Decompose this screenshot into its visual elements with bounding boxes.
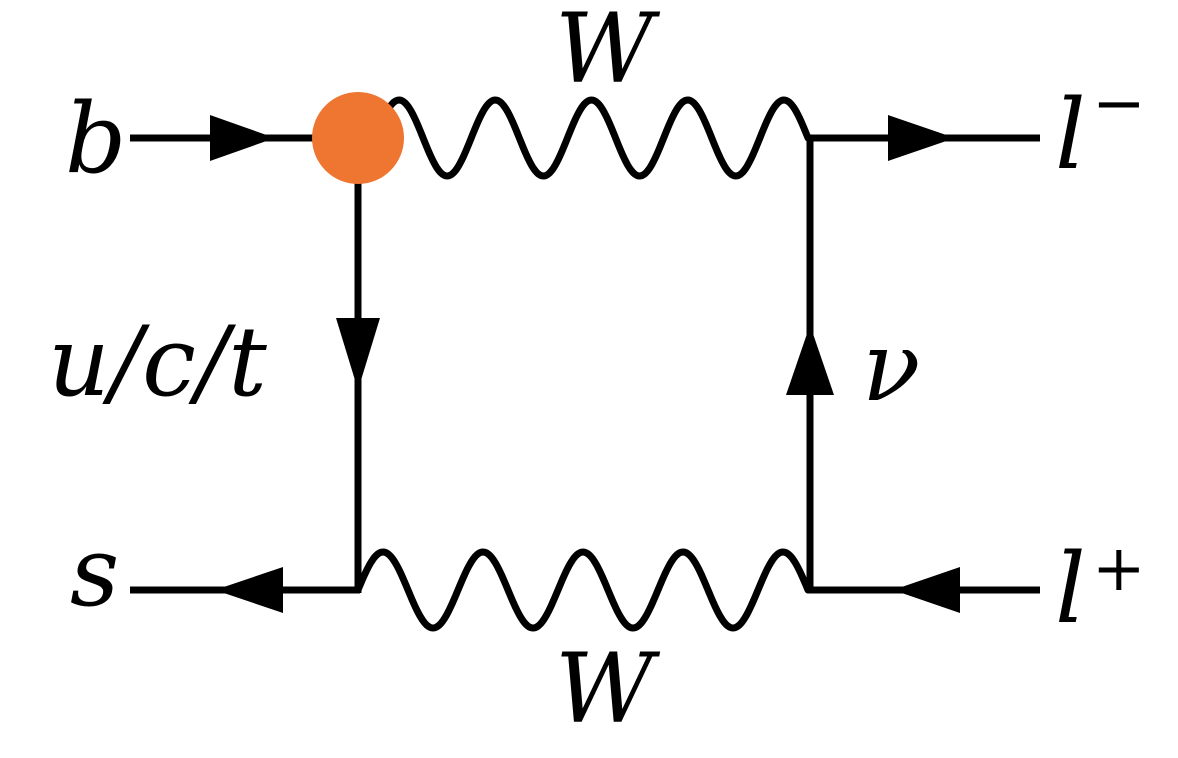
label-lepton-plus: l xyxy=(1055,533,1086,645)
label-b: b xyxy=(65,83,126,195)
label-lepton-minus: l xyxy=(1055,79,1086,191)
label-w-bottom: W xyxy=(555,633,661,745)
label-w-top: W xyxy=(555,0,661,105)
highlighted-vertex xyxy=(312,92,404,184)
w-boson-bottom-line xyxy=(354,548,812,632)
label-lepton-minus-charge: − xyxy=(1092,67,1146,141)
b-arrow-right-icon xyxy=(210,115,275,161)
label-u-c-t: u/c/t xyxy=(48,306,267,418)
label-neutrino: ν xyxy=(862,311,920,423)
w-boson-top-line xyxy=(371,96,812,180)
s-arrow-left-icon xyxy=(215,567,283,613)
lepton-plus-arrow-left-icon xyxy=(893,567,960,613)
quark-arrow-down-icon xyxy=(336,318,380,390)
label-s: s xyxy=(70,516,119,628)
label-lepton-plus-charge: + xyxy=(1092,532,1146,606)
lepton-minus-arrow-right-icon xyxy=(888,115,955,161)
neutrino-arrow-up-icon xyxy=(786,325,834,395)
